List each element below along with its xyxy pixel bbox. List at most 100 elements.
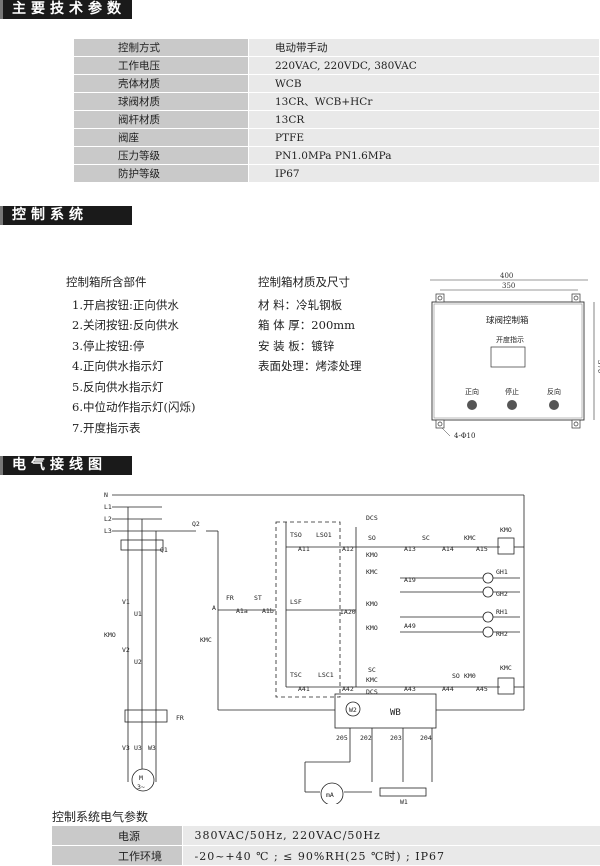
- wire-label-so: SO: [368, 534, 376, 542]
- wire-label-kmc2: KMC: [366, 676, 378, 684]
- wire-label-tso: TSO: [290, 531, 302, 539]
- spec-value: PTFE: [248, 128, 599, 147]
- wire-label-kmc: KMC: [200, 636, 212, 644]
- wire-label-kmo: KMO: [104, 631, 116, 639]
- spec-key: 壳体材质: [74, 74, 249, 93]
- wire-label-lso1: LSO1: [316, 531, 332, 539]
- wire-label-a15: A15: [476, 545, 488, 553]
- wire-label-km0: KM0: [464, 672, 476, 680]
- wire-label-kmo2: KMO: [366, 600, 378, 608]
- lamp-fwd-label: 正向: [465, 387, 479, 396]
- wire-label-tsc: TSC: [290, 671, 302, 679]
- parts-item: 7.开度指示表: [72, 420, 141, 435]
- wire-label-q2: Q2: [192, 520, 200, 528]
- spec-value: 电动带手动: [248, 39, 599, 57]
- wire-label-sc: SC: [422, 534, 430, 542]
- lamp-rev-label: 反向: [547, 387, 561, 396]
- material-item: 安 装 板：镀锌: [258, 338, 335, 353]
- wire-label-dcs2: DCS: [366, 688, 378, 696]
- wire-label-kmc_t: KMC: [464, 534, 476, 542]
- wire-label-u1: U1: [134, 610, 142, 618]
- wire-label-a12: A12: [342, 545, 354, 553]
- section-header-wiring: 电气接线图: [0, 456, 132, 475]
- parts-title: 控制箱所含部件: [66, 275, 147, 289]
- lamp-stop: [507, 400, 517, 410]
- wire-label-m: M: [139, 774, 143, 782]
- spec-value: PN1.0MPa PN1.6MPa: [248, 146, 599, 165]
- wire-label-gh1: GH1: [496, 568, 508, 576]
- elec-title: 控制系统电气参数: [52, 810, 149, 824]
- wire-label-a43: A43: [404, 685, 416, 693]
- wire-line-label: L2: [104, 515, 112, 523]
- spec-key: 防护等级: [74, 164, 249, 183]
- wire-label-a: A: [212, 604, 216, 612]
- wire-label-a13: A13: [404, 545, 416, 553]
- parts-item: 4.正向供水指示灯: [72, 359, 164, 373]
- wire-label-fr: FR: [176, 714, 184, 722]
- parts-item: 1.开启按钮:正向供水: [72, 297, 179, 312]
- lamp-rev: [549, 400, 559, 410]
- wire-label-t205: 205: [336, 734, 348, 742]
- wire-label-kmo_coil: KMO: [500, 526, 512, 534]
- wire-label-a45: A45: [476, 685, 488, 693]
- dim-350: 350: [502, 282, 515, 290]
- material-item: 箱 体 厚：200mm: [258, 318, 356, 332]
- section-header-tech: 主要技术参数: [0, 0, 132, 19]
- wire-label-v1: V1: [122, 598, 130, 606]
- wire-label-w1: W1: [400, 798, 408, 804]
- section-header-control: 控制系统: [0, 206, 132, 225]
- wire-line-label: N: [104, 491, 108, 499]
- wire-label-v3: V3: [122, 744, 130, 752]
- wire-label-fr2: FR: [226, 594, 234, 602]
- wire-label-ma: mA: [326, 791, 334, 799]
- spec-key: 阀杆材质: [74, 110, 249, 129]
- material-item: 表面处理：烤漆处理: [258, 359, 362, 373]
- wire-label-t203: 203: [390, 734, 402, 742]
- spec-value: IP67: [248, 164, 599, 183]
- wire-label-lsc1: LSC1: [318, 671, 334, 679]
- parts-item: 2.关闭按钮:反向供水: [72, 318, 179, 332]
- wire-label-a42: A42: [342, 685, 354, 693]
- wire-label-rh1: RH1: [496, 608, 508, 616]
- dim-400: 400: [500, 272, 513, 280]
- parts-item: 6.中位动作指示灯(闪烁): [72, 400, 196, 414]
- wire-label-kmo_a: KMO: [366, 551, 378, 559]
- wire-label-kmc_coil: KMC: [500, 664, 512, 672]
- wire-label-a44: A44: [442, 685, 454, 693]
- wire-label-a19: A19: [404, 576, 416, 584]
- spec-value: 13CR、WCB+HCr: [248, 92, 599, 111]
- box-title: 球阀控制箱: [486, 315, 529, 326]
- wire-label-a41: A41: [298, 685, 310, 693]
- wire-label-so2: SO: [452, 672, 460, 680]
- wire-line-label: L1: [104, 503, 112, 511]
- meter-label: 开度指示: [496, 335, 524, 344]
- holes-label: 4-Φ10: [454, 432, 475, 440]
- wire-label-ia20: IA20: [340, 608, 356, 616]
- wire-label-a11: A11: [298, 545, 310, 553]
- wire-label-wb: WB: [390, 708, 401, 718]
- wire-line-label: L3: [104, 527, 112, 535]
- wire-label-lsf: LSF: [290, 598, 302, 606]
- elec-key: 电源: [52, 826, 182, 846]
- control-box-drawing: 400 350 370 球阀控制箱 开度指示 正向 停止 反向 4-Φ10: [430, 272, 600, 440]
- wire-label-t204: 204: [420, 734, 432, 742]
- wire-label-rh2: RH2: [496, 630, 508, 638]
- spec-value: 13CR: [248, 110, 599, 129]
- wire-label-q1: Q1: [160, 546, 168, 554]
- spec-key: 阀座: [74, 128, 249, 147]
- spec-key: 球阀材质: [74, 92, 249, 111]
- wire-label-u2: U2: [134, 658, 142, 666]
- wire-label-a1a: A1a: [236, 607, 248, 615]
- elec-value: 380VAC/50Hz, 220VAC/50Hz: [181, 826, 600, 846]
- wire-label-sc2: SC: [368, 666, 376, 674]
